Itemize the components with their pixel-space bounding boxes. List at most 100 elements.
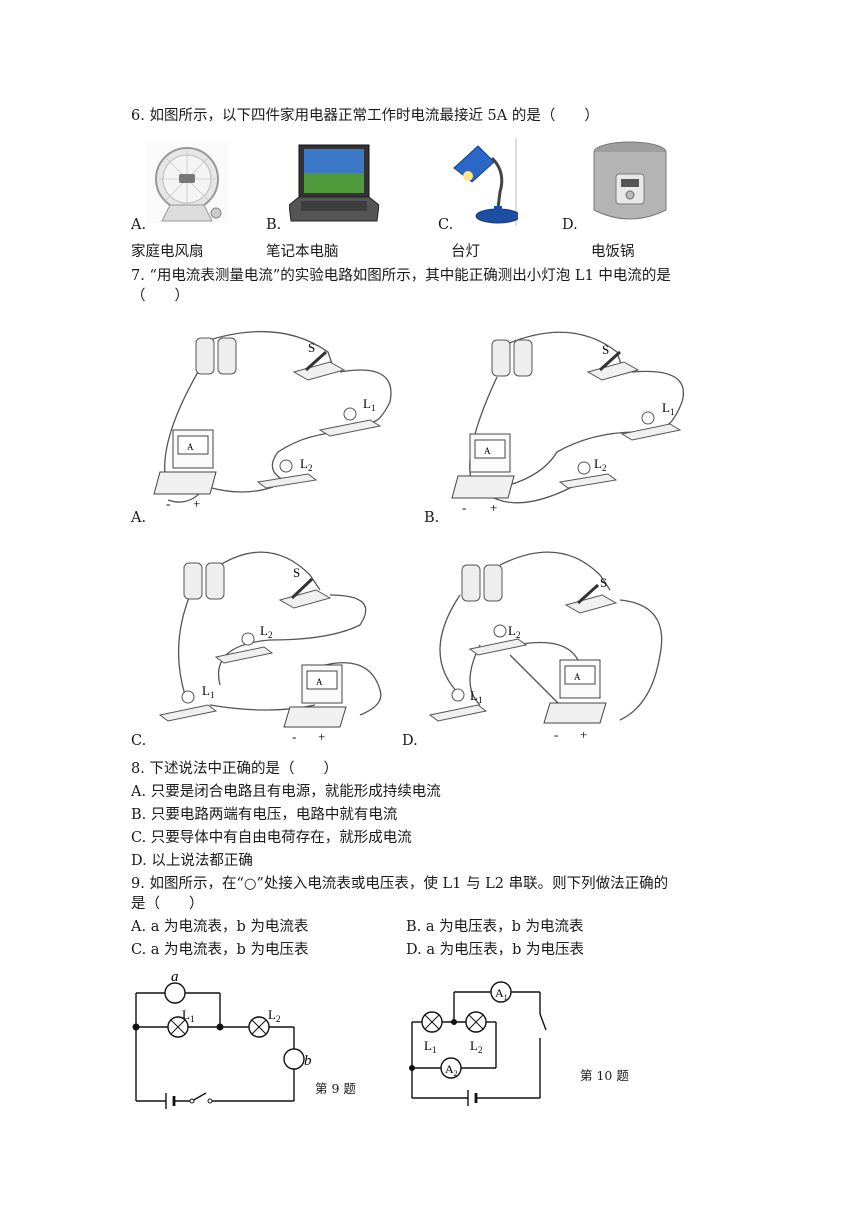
lamp-1-icon: [421, 1011, 443, 1033]
svg-text:A: A: [187, 442, 194, 452]
circuit-diagram-c: S L2 L1 A - +: [158, 551, 382, 740]
figure-9-circuit: a L1 L2 b: [132, 969, 312, 1109]
svg-text:L2: L2: [260, 623, 272, 640]
svg-text:L1: L1: [470, 688, 482, 705]
svg-text:-: -: [292, 729, 296, 740]
ammeter-icon: A: [543, 659, 607, 724]
svg-text:-: -: [166, 496, 170, 511]
circuit-diagram-b: S L1 A L2 - +: [451, 331, 684, 515]
q7-stem-line1: 7. “用电流表测量电流”的实验电路如图所示，其中能正确测出小灯泡 L1 中电流…: [131, 268, 671, 284]
switch-icon: [564, 583, 618, 614]
ammeter-a2-icon: [440, 1057, 462, 1079]
svg-text:A2: A2: [445, 1062, 458, 1078]
q9-option-b: B. a 为电压表，b 为电流表: [406, 919, 584, 935]
svg-text:+: +: [580, 727, 587, 740]
svg-text:L1: L1: [662, 400, 674, 417]
svg-text:A: A: [316, 677, 323, 687]
svg-text:A: A: [574, 672, 581, 682]
svg-text:+: +: [193, 496, 200, 511]
q9-option-c: C. a 为电流表，b 为电压表: [131, 942, 309, 958]
ammeter-icon: A: [153, 429, 217, 495]
q6-option-b-caption: 笔记本电脑: [266, 244, 339, 260]
figure-10-caption: 第 10 题: [580, 1068, 629, 1083]
svg-text:L1: L1: [202, 683, 214, 700]
electric-fan-image: [146, 143, 228, 223]
switch-icon: [586, 350, 640, 381]
meter-b-icon: [283, 1048, 305, 1070]
lamp-1-icon: [318, 407, 382, 437]
svg-text:A1: A1: [495, 986, 508, 1002]
svg-text:S: S: [293, 565, 300, 580]
q7-option-c: C.: [131, 733, 147, 749]
svg-text:L1: L1: [424, 1038, 436, 1055]
q9-stem-line1: 9. 如图所示，在“○”处接入电流表或电压表，使 L1 与 L2 串联。则下列做…: [131, 876, 669, 892]
q6-stem: 6. 如图所示，以下四件家用电器正常工作时电流最接近 5A 的是（ ）: [131, 108, 599, 124]
battery-icon: [165, 1093, 176, 1109]
switch-icon: [292, 350, 346, 381]
svg-text:L2: L2: [508, 623, 520, 640]
meter-a-icon: [164, 982, 186, 1004]
svg-text:+: +: [318, 729, 325, 740]
svg-text:-: -: [462, 500, 466, 515]
battery-icon: [183, 562, 225, 600]
svg-text:L2: L2: [470, 1038, 482, 1055]
ammeter-icon: A: [283, 664, 347, 728]
circuit-diagram-d: S L2 L1 A - +: [428, 551, 663, 740]
rice-cooker-image: [593, 141, 667, 220]
q8-option-a: A. 只要是闭合电路且有电源，就能形成持续电流: [131, 784, 441, 800]
q6-option-d-letter: D.: [562, 217, 578, 233]
q6-option-a-letter: A.: [131, 217, 147, 233]
lamp-2-icon: [256, 459, 318, 489]
q6-option-c-letter: C.: [438, 217, 454, 233]
q9-option-d: D. a 为电压表，b 为电压表: [406, 942, 584, 958]
q6-option-a-caption: 家庭电风扇: [131, 244, 204, 260]
ammeter-icon: A: [451, 433, 515, 499]
svg-text:L1: L1: [363, 396, 375, 413]
lamp-1-icon: [620, 411, 682, 441]
svg-text:A: A: [484, 446, 491, 456]
lamp-1-icon: [428, 688, 488, 722]
svg-text:L2: L2: [594, 456, 606, 473]
lamp-2-icon: [468, 624, 528, 656]
q9-option-a: A. a 为电流表，b 为电流表: [131, 919, 309, 935]
svg-text:+: +: [490, 500, 497, 515]
lamp-2-icon: [214, 632, 274, 664]
lamp-1-icon: [158, 690, 218, 722]
svg-text:S: S: [602, 342, 609, 357]
figure-10-circuit: A1 A2 L1 L2: [409, 981, 547, 1106]
desk-lamp-image: [453, 138, 518, 226]
lamp-2-icon: [558, 461, 618, 489]
q7-option-d: D.: [402, 733, 418, 749]
battery-icon: [461, 564, 503, 602]
battery-icon: [491, 339, 533, 377]
q6-option-d-caption: 电饭锅: [591, 244, 635, 260]
switch-icon: [278, 577, 332, 609]
svg-text:S: S: [600, 575, 607, 590]
svg-text:a: a: [171, 969, 179, 985]
laptop-image: [289, 144, 379, 222]
q9-stem-line2: 是（ ）: [131, 896, 204, 912]
figure-9-caption: 第 9 题: [315, 1081, 356, 1096]
svg-text:b: b: [304, 1053, 312, 1069]
battery-icon: [195, 337, 237, 375]
q7-option-a: A.: [131, 510, 147, 526]
battery-icon: [467, 1090, 478, 1106]
svg-text:L2: L2: [300, 456, 312, 473]
svg-text:-: -: [554, 727, 558, 740]
lamp-2-icon: [465, 1011, 487, 1033]
circuit-diagram-a: S L1 A L2 - +: [153, 330, 392, 511]
lamp-2-icon: [248, 1016, 270, 1038]
q8-option-b: B. 只要电路两端有电压，电路中就有电流: [131, 807, 398, 823]
q8-option-d: D. 以上说法都正确: [131, 853, 253, 869]
q6-option-b-letter: B.: [266, 217, 282, 233]
q8-option-c: C. 只要导体中有自由电荷存在，就形成电流: [131, 830, 412, 846]
q7-option-b: B.: [424, 510, 440, 526]
q6-option-c-caption: 台灯: [451, 244, 480, 260]
svg-text:L1: L1: [182, 1007, 194, 1024]
switch-label: S: [308, 340, 315, 355]
svg-text:L2: L2: [268, 1007, 280, 1024]
ammeter-a1-icon: [490, 981, 512, 1003]
q8-stem: 8. 下述说法中正确的是（ ）: [131, 761, 338, 777]
lamp-1-icon: [167, 1016, 189, 1038]
q7-stem-line2: （ ）: [131, 288, 189, 304]
